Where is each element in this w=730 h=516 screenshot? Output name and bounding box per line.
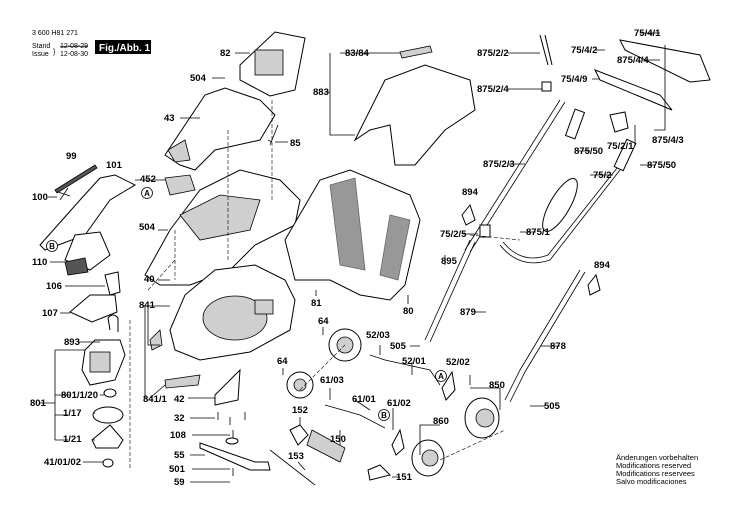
svg-text:Änderungen vorbehalten: Änderungen vorbehalten <box>616 453 698 462</box>
part-label: 883 <box>313 87 329 98</box>
part-labels: 82 504 43 85 99 101 452 100 504 110 40 1… <box>30 28 684 488</box>
part-label: 150 <box>330 434 346 445</box>
part-label: 52/03 <box>366 330 390 341</box>
part-label: 875/50 <box>647 160 676 171</box>
marker-a: A <box>435 370 447 382</box>
part-label: 75/2/1 <box>607 141 634 152</box>
part-label: 895 <box>441 256 458 267</box>
part-label: 80 <box>403 306 414 317</box>
part-label: 106 <box>46 281 62 292</box>
part-label: 894 <box>462 187 479 198</box>
issue-label: Issue <box>32 51 49 58</box>
part-label: 52/01 <box>402 356 426 367</box>
part-label: 875/2/4 <box>477 84 509 95</box>
part-label: 893 <box>64 337 80 348</box>
part-label: 505 <box>544 401 561 412</box>
issue-date: 12-08-30 <box>60 51 88 58</box>
part-label: 875/4/4 <box>617 55 649 66</box>
part-label: 100 <box>32 192 48 203</box>
stand-date: 12-08-29 <box>60 43 88 50</box>
part-label: 40 <box>144 274 155 285</box>
part-label: 501 <box>169 464 186 475</box>
part-label: 55 <box>174 450 185 461</box>
svg-text:Salvo modificaciones: Salvo modificaciones <box>616 477 687 486</box>
leader-lines <box>40 32 666 483</box>
part-label: 841 <box>139 300 156 311</box>
part-label: 504 <box>190 73 207 84</box>
part-label: 99 <box>66 151 77 162</box>
figure-badge <box>95 40 151 54</box>
part-label: 894 <box>594 260 611 271</box>
part-label: 108 <box>170 430 186 441</box>
part-label: 61/02 <box>387 398 411 409</box>
part-label: 875/50 <box>574 146 603 157</box>
part-label: 504 <box>139 222 156 233</box>
svg-text:Modifications reserved: Modifications reserved <box>616 461 691 470</box>
part-label: 64 <box>318 316 329 327</box>
part-label: 850 <box>489 380 505 391</box>
part-label: 81 <box>311 298 322 309</box>
part-label: 110 <box>32 257 47 268</box>
part-label: 43 <box>164 113 175 124</box>
parts-artwork <box>39 31 711 486</box>
svg-text:B: B <box>49 242 55 251</box>
part-label: 151 <box>396 472 413 483</box>
part-label: 841/1 <box>143 394 167 405</box>
part-label: 878 <box>550 341 566 352</box>
part-label: 75/4/9 <box>561 74 587 85</box>
part-label: 153 <box>288 451 304 462</box>
stand-label: Stand <box>32 43 50 50</box>
assembly-lines <box>129 100 521 470</box>
part-label: 85 <box>290 138 301 149</box>
figure-label: Fig./Abb. 1 <box>99 43 151 54</box>
part-label: 1/17 <box>63 408 82 419</box>
part-label: 801/1/20 <box>61 390 98 401</box>
part-label: 75/4/2 <box>571 45 597 56</box>
reference-markers: A B A B <box>46 187 447 421</box>
part-label: 75/2 <box>593 170 612 181</box>
part-label: 152 <box>292 405 308 416</box>
part-label: 107 <box>42 308 58 319</box>
svg-text:B: B <box>381 411 387 420</box>
part-label: 32 <box>174 413 185 424</box>
svg-text:Modifications reservees: Modifications reservees <box>616 469 695 478</box>
svg-text:A: A <box>144 189 150 198</box>
part-label: 82 <box>220 48 231 59</box>
part-label: 41/01/02 <box>44 457 81 468</box>
part-label: 801 <box>30 398 47 409</box>
marker-b: B <box>378 409 390 421</box>
part-label: 879 <box>460 307 476 318</box>
part-label: 875/4/3 <box>652 135 684 146</box>
svg-text:}: } <box>53 49 56 56</box>
modification-notes: Änderungen vorbehalten Modifications res… <box>616 453 698 486</box>
part-label: 59 <box>174 477 185 488</box>
part-label: 75/4/1 <box>634 28 661 39</box>
part-label: 101 <box>106 160 123 171</box>
part-label: 505 <box>390 341 407 352</box>
part-number: 3 600 H81 271 <box>32 30 78 37</box>
part-label: 1/21 <box>63 434 82 445</box>
part-label: 875/1 <box>526 227 550 238</box>
part-label: 52/02 <box>446 357 470 368</box>
part-label: 61/03 <box>320 375 344 386</box>
marker-a: A <box>141 187 153 199</box>
part-label: 61/01 <box>352 394 376 405</box>
part-label: 452 <box>140 174 156 185</box>
part-label: 42 <box>174 394 185 405</box>
part-label: 875/2/2 <box>477 48 509 59</box>
part-label: 860 <box>433 416 449 427</box>
part-label: 64 <box>277 356 288 367</box>
marker-b: B <box>46 240 58 252</box>
part-label: 75/2/5 <box>440 229 467 240</box>
svg-text:A: A <box>438 372 444 381</box>
part-label: 83/84 <box>345 48 369 59</box>
part-label: 875/2/3 <box>483 159 515 170</box>
